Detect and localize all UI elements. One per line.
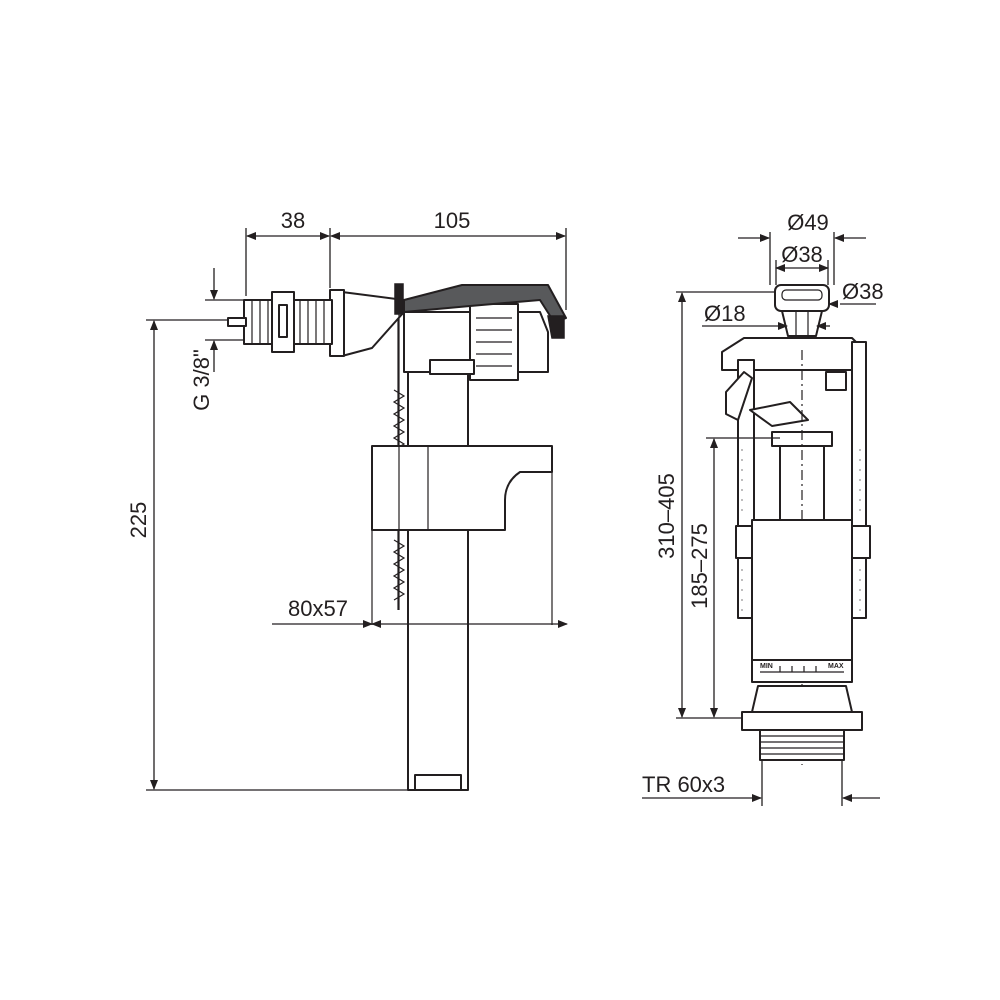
thread-ring — [759, 729, 845, 761]
frame-holes — [741, 449, 861, 611]
scale-min-label: MIN — [760, 663, 773, 670]
fill-valve-dimensions — [146, 228, 568, 791]
label-width-38: 38 — [281, 208, 305, 233]
label-rod-18: Ø18 — [704, 301, 746, 326]
label-thread-g38: G 3/8" — [189, 349, 214, 411]
label-button-38: Ø38 — [781, 242, 823, 267]
label-side-38: Ø38 — [842, 279, 884, 304]
label-height-185-275: 185–275 — [687, 523, 712, 609]
label-height-310-405: 310–405 — [654, 473, 679, 559]
float-body — [371, 445, 553, 531]
label-width-105: 105 — [434, 208, 471, 233]
label-button-49: Ø49 — [787, 210, 829, 235]
label-float-80x57: 80x57 — [288, 596, 348, 621]
valve-body — [751, 519, 853, 661]
push-button — [774, 284, 830, 312]
flush-valve-drawing — [721, 284, 871, 765]
scale-max-label: MAX — [828, 663, 844, 670]
spring-coil — [392, 389, 406, 601]
fill-valve-drawing — [227, 283, 567, 791]
label-height-225: 225 — [126, 502, 151, 539]
label-thread-tr60: TR 60x3 — [642, 772, 725, 797]
flush-valve-dimensions — [642, 232, 880, 806]
